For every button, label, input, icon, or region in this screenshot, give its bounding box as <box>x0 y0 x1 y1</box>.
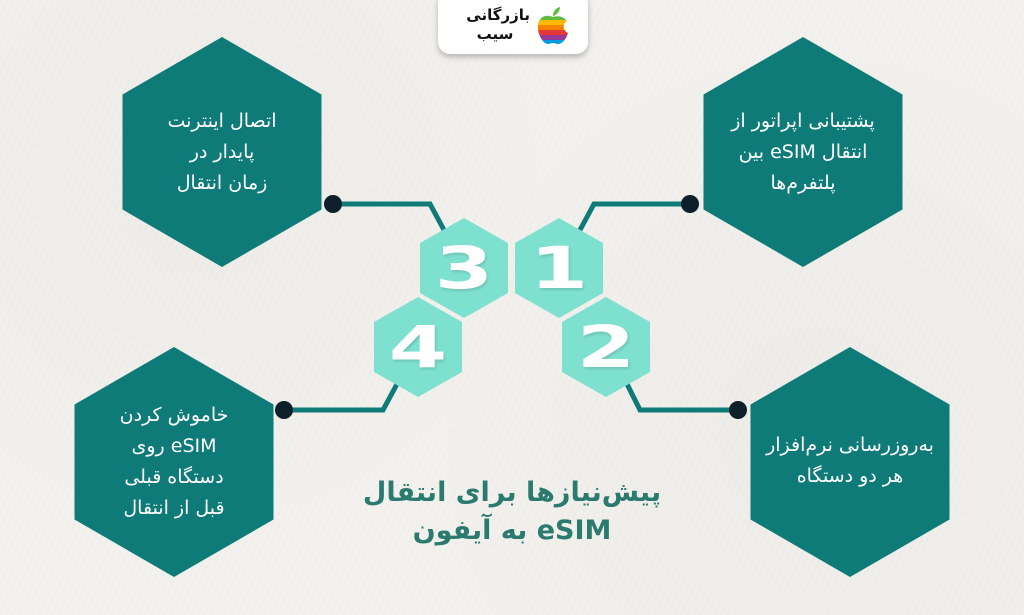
step-text-1: پشتیبانی اپراتور از انتقال eSIM بین پلتف… <box>708 97 898 207</box>
rainbow-apple-icon <box>537 7 568 44</box>
step-4-line-1: خاموش کردن <box>119 404 229 426</box>
connector-4 <box>284 382 400 413</box>
step-text-4: خاموش کردن eSIM روی دستگاه قبلی قبل از ا… <box>84 392 264 532</box>
brand-name-line-1: بازرگانی <box>466 6 530 24</box>
brand-logo: بازرگانی سیب <box>438 0 588 54</box>
hex-step-3 <box>122 37 322 267</box>
connector-dot-2 <box>729 401 747 419</box>
hex-step-4 <box>74 347 274 577</box>
number-hex-1 <box>515 218 603 318</box>
step-number-4: 4 <box>388 313 448 381</box>
step-1-line-1: پشتیبانی اپراتور از <box>731 109 875 132</box>
step-3-line-3: زمان انتقال <box>176 171 268 194</box>
hex-step-2 <box>750 347 950 577</box>
hex-step-1 <box>703 37 903 267</box>
connector-3 <box>333 201 447 232</box>
number-hex-3 <box>420 218 508 318</box>
step-4-line-2: eSIM روی <box>131 435 217 457</box>
title-line-2: eSIM به آیفون <box>412 515 612 546</box>
brand-name: بازرگانی سیب <box>460 6 530 44</box>
step-4-line-3: دستگاه قبلی <box>124 466 224 488</box>
step-2-line-1: به‌روزرسانی نرم‌افزار <box>766 434 934 456</box>
connector-dot-1 <box>681 195 699 213</box>
step-text-2: به‌روزرسانی نرم‌افزار هر دو دستگاه <box>752 425 948 497</box>
step-1-line-2: انتقال eSIM بین <box>738 140 868 163</box>
number-hex-2 <box>562 297 650 397</box>
brand-name-line-2: سیب <box>476 25 514 43</box>
step-4-line-4: قبل از انتقال <box>123 497 225 519</box>
connector-2 <box>624 382 738 413</box>
step-number-3: 3 <box>434 234 494 302</box>
number-hex-4 <box>374 297 462 397</box>
connector-dot-3 <box>324 195 342 213</box>
connector-dot-4 <box>275 401 293 419</box>
step-text-3: اتصال اینترنت پایدار در زمان انتقال <box>132 97 312 207</box>
page-title: پیش‌نیازها برای انتقال eSIM به آیفون <box>340 474 684 550</box>
step-number-1: 1 <box>529 234 589 302</box>
step-1-line-3: پلتفرم‌ها <box>770 171 836 194</box>
step-number-2: 2 <box>576 313 636 381</box>
title-line-1: پیش‌نیازها برای انتقال <box>362 477 662 508</box>
connector-1 <box>577 201 690 232</box>
step-3-line-1: اتصال اینترنت <box>167 109 277 132</box>
step-2-line-2: هر دو دستگاه <box>796 465 904 487</box>
step-3-line-2: پایدار در <box>189 140 255 163</box>
